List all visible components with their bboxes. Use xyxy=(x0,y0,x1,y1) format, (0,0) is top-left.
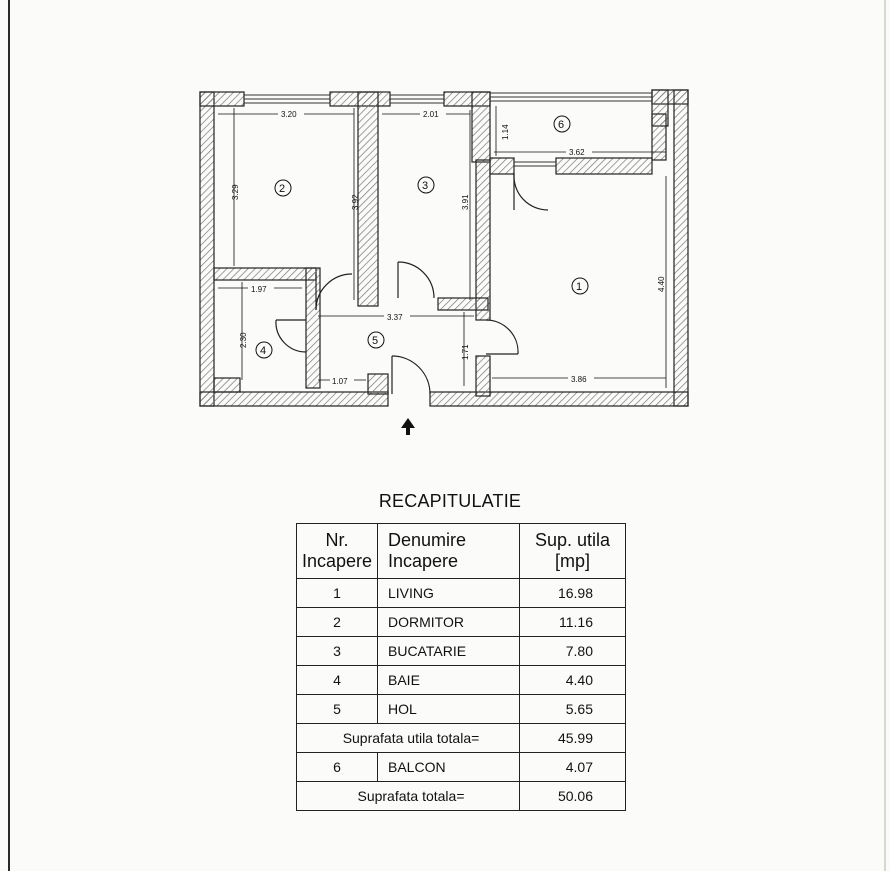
total-label: Suprafata totala= xyxy=(296,781,520,811)
dim-1-97: 1.97 xyxy=(251,285,267,294)
floor-plan: 3.20 2.01 1.14 3.62 3.29 3.92 3.91 4.40 … xyxy=(199,89,689,435)
recap-title: RECAPITULATIE xyxy=(378,491,522,511)
row-area: 4.40 xyxy=(519,665,626,695)
subtotal-label: Suprafata utila totala= xyxy=(296,723,520,753)
row-area: 16.98 xyxy=(519,578,626,608)
doors xyxy=(275,173,549,395)
dim-3-86: 3.86 xyxy=(571,375,587,384)
subtotal-value: 45.99 xyxy=(519,723,626,753)
room-number-4: 4 xyxy=(260,345,266,357)
dim-1-14: 1.14 xyxy=(501,124,510,140)
table-row: 2 DORMITOR 11.16 xyxy=(296,607,626,637)
balcony-area: 4.07 xyxy=(519,752,626,782)
room-number-2: 2 xyxy=(279,183,285,195)
total-row: Suprafata totala= 50.06 xyxy=(296,781,626,811)
subtotal-row: Suprafata utila totala= 45.99 xyxy=(296,723,626,753)
dim-3-29: 3.29 xyxy=(231,184,240,200)
header-nr-line2: Incapere xyxy=(301,551,373,571)
dim-2-30: 2.30 xyxy=(239,332,248,348)
dim-2-01: 2.01 xyxy=(423,110,439,119)
page-edge-right xyxy=(884,0,886,871)
row-nr: 5 xyxy=(296,694,378,724)
row-name: BUCATARIE xyxy=(377,636,520,666)
recap-table: Nr. Incapere Denumire Incapere Sup. util… xyxy=(296,523,626,811)
balcony-name: BALCON xyxy=(377,752,520,782)
table-row: 1 LIVING 16.98 xyxy=(296,578,626,608)
balcony-nr: 6 xyxy=(296,752,378,782)
header-name-line1: Denumire xyxy=(388,530,467,550)
header-nr: Nr. Incapere xyxy=(296,523,378,579)
table-row: 4 BAIE 4.40 xyxy=(296,665,626,695)
room-markers xyxy=(255,115,589,359)
row-area: 7.80 xyxy=(519,636,626,666)
row-name: LIVING xyxy=(377,578,520,608)
header-nr-line1: Nr. xyxy=(325,530,349,550)
dim-3-20: 3.20 xyxy=(281,110,297,119)
table-row: 5 HOL 5.65 xyxy=(296,694,626,724)
dim-3-92: 3.92 xyxy=(351,194,360,210)
dim-3-62: 3.62 xyxy=(569,148,585,157)
page-edge-left xyxy=(8,0,10,871)
room-number-1: 1 xyxy=(576,281,582,293)
room-number-3: 3 xyxy=(422,180,428,192)
recap-header-row: Nr. Incapere Denumire Incapere Sup. util… xyxy=(296,523,626,579)
header-area: Sup. utila [mp] xyxy=(519,523,626,579)
windows xyxy=(244,92,652,167)
row-name: HOL xyxy=(377,694,520,724)
balcony-row: 6 BALCON 4.07 xyxy=(296,752,626,782)
row-nr: 1 xyxy=(296,578,378,608)
header-name-line2: Incapere xyxy=(388,551,459,571)
dim-1-71: 1.71 xyxy=(461,344,470,360)
row-nr: 2 xyxy=(296,607,378,637)
dim-4-40: 4.40 xyxy=(657,276,666,292)
table-row: 3 BUCATARIE 7.80 xyxy=(296,636,626,666)
row-nr: 4 xyxy=(296,665,378,695)
row-nr: 3 xyxy=(296,636,378,666)
row-area: 5.65 xyxy=(519,694,626,724)
dim-1-07: 1.07 xyxy=(332,377,348,386)
dim-3-37: 3.37 xyxy=(387,313,403,322)
header-area-line1: Sup. utila xyxy=(534,530,611,550)
dimension-lines xyxy=(218,106,667,388)
row-name: DORMITOR xyxy=(377,607,520,637)
walls xyxy=(199,89,689,407)
header-area-line2: [mp] xyxy=(554,551,590,571)
room-number-5: 5 xyxy=(372,335,378,347)
dimension-labels: 3.20 2.01 1.14 3.62 3.29 3.92 3.91 4.40 … xyxy=(231,108,666,386)
total-value: 50.06 xyxy=(519,781,626,811)
row-name: BAIE xyxy=(377,665,520,695)
room-number-6: 6 xyxy=(558,119,564,131)
dim-3-91: 3.91 xyxy=(461,194,470,210)
row-area: 11.16 xyxy=(519,607,626,637)
header-name: Denumire Incapere xyxy=(377,523,520,579)
entrance-arrow-icon xyxy=(401,418,415,435)
